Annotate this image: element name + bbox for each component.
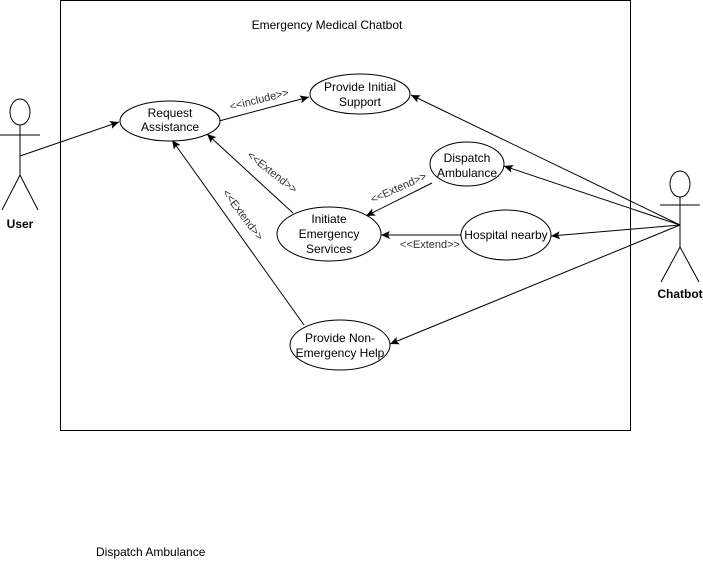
label-include: <<include>> [228, 87, 290, 113]
extend-nonemergency-request [171, 139, 305, 326]
actor-user-label: User [7, 217, 34, 231]
assoc-user-request [19, 121, 120, 157]
extend-initiate-request [206, 133, 294, 214]
system-title: Emergency Medical Chatbot [252, 18, 403, 32]
usecase-request-assistance: Request Assistance [119, 100, 221, 142]
svg-text:Request: Request [148, 106, 193, 120]
loose-text-dispatch-ambulance: Dispatch Ambulance [96, 545, 206, 559]
actor-user-head [9, 98, 31, 126]
usecase-initiate-emergency-services: Initiate Emergency Services [276, 206, 382, 262]
svg-text:Services: Services [306, 242, 352, 256]
svg-text:Provide Non-: Provide Non- [305, 331, 375, 345]
usecase-dispatch-ambulance: Dispatch Ambulance [429, 141, 505, 187]
usecase-hospital-nearby: Hospital nearby [460, 209, 552, 261]
actor-chatbot-label: Chatbot [657, 287, 702, 301]
svg-text:Ambulance: Ambulance [437, 166, 497, 180]
svg-text:Assistance: Assistance [141, 120, 199, 134]
assoc-chatbot-hospital [550, 224, 681, 240]
extend-dispatch-initiate [365, 182, 433, 217]
system-boundary [60, 0, 631, 431]
actor-chatbot: Chatbot [657, 170, 703, 301]
svg-text:Support: Support [339, 95, 382, 109]
associations [19, 94, 681, 345]
usecase-provide-initial-support: Provide Initial Support [309, 73, 411, 115]
assoc-chatbot-dispatch [503, 165, 681, 226]
assoc-chatbot-support [410, 94, 681, 226]
actor-user: User [0, 98, 40, 231]
svg-text:Emergency Help: Emergency Help [296, 346, 385, 360]
svg-text:Emergency: Emergency [299, 227, 360, 241]
usecase-provide-non-emergency-help: Provide Non- Emergency Help [289, 319, 391, 371]
include-request-support [218, 95, 310, 122]
label-extend-dispatch-initiate: <<Extend>> [369, 171, 429, 206]
actor-chatbot-head [669, 170, 691, 198]
label-extend-initiate-request: <<Extend>> [245, 149, 300, 195]
svg-text:Initiate: Initiate [311, 212, 347, 226]
label-extend-nonemergency-request: <<Extend>> [220, 188, 266, 243]
label-extend-hospital-initiate: <<Extend>> [400, 239, 460, 251]
assoc-chatbot-nonemergency [389, 224, 681, 345]
svg-text:Hospital nearby: Hospital nearby [464, 228, 547, 242]
svg-text:Dispatch: Dispatch [444, 151, 491, 165]
svg-text:Provide Initial: Provide Initial [324, 80, 396, 94]
